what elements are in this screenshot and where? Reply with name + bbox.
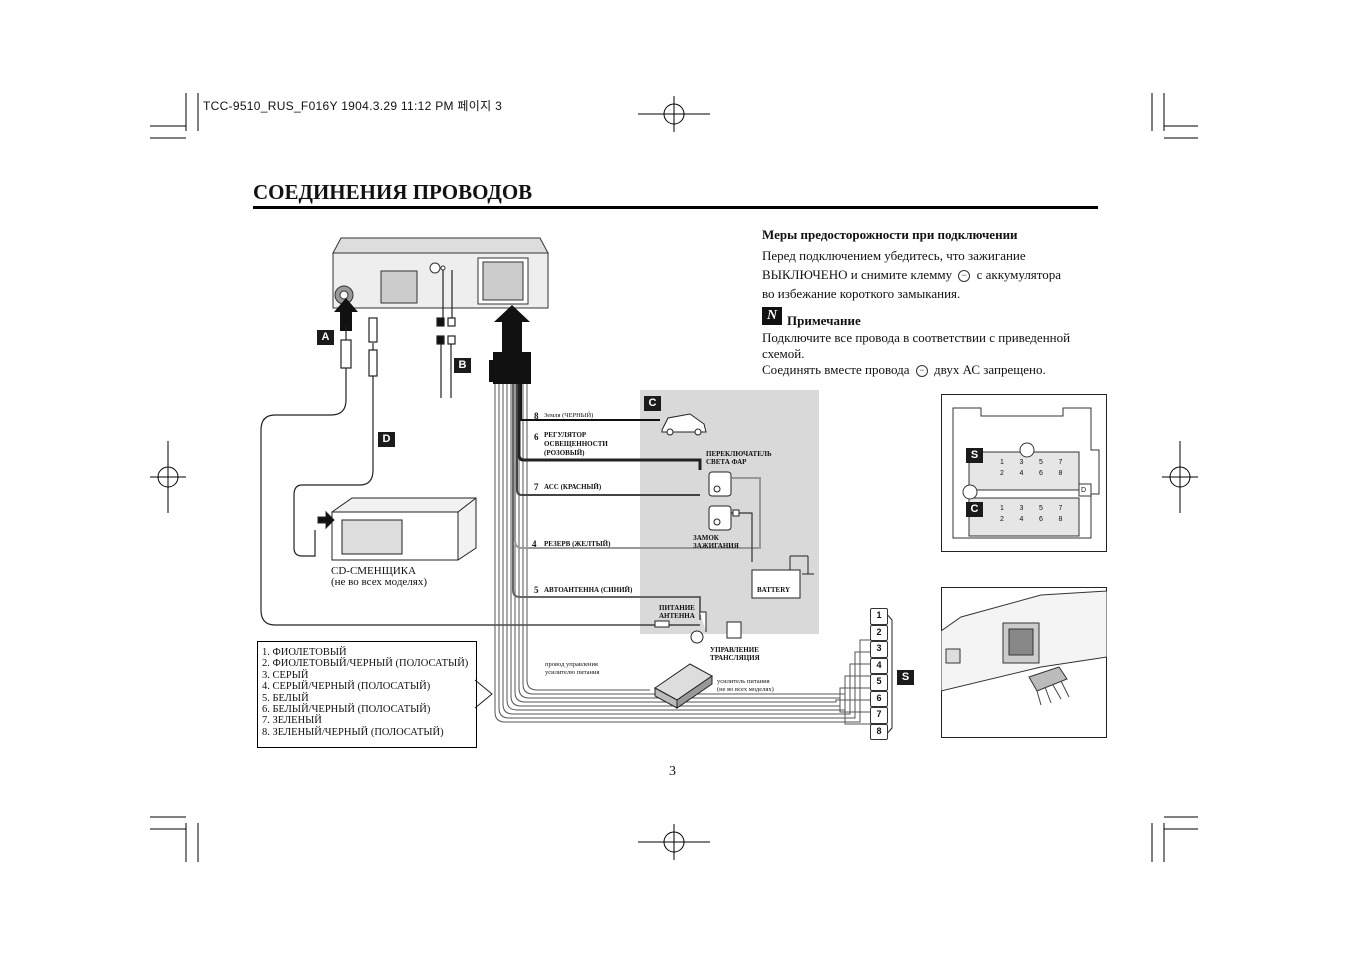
speaker-wire-number: 7 [870, 707, 888, 724]
amplifier-label: усилитель питания (не во всех моделях) [717, 678, 774, 693]
connector-c-pin: 5 [1039, 505, 1043, 512]
note-body: Подключите все провода в соответствии с … [762, 330, 1112, 378]
amplifier-illustration [654, 663, 713, 709]
speaker-wire-number: 6 [870, 690, 888, 707]
antenna-power-label: ПИТАНИЕ АНТЕННА [659, 604, 695, 620]
minus-terminal-icon: − [958, 270, 971, 283]
page-number: 3 [669, 764, 676, 779]
legend-item: 3. СЕРЫЙ [262, 669, 309, 681]
connector-s-pin: 8 [1058, 470, 1063, 477]
connector-c-pin: 1 [1000, 505, 1004, 512]
connector-s-pin: 3 [1019, 459, 1024, 466]
print-header: TCC-9510_RUS_F016Y 1904.3.29 11:12 PM 페이… [203, 99, 503, 113]
connector-d-label: D [1081, 487, 1087, 494]
cd-changer-label: CD-СМЕНЩИКА (не во всех моделях) [331, 565, 428, 588]
title-divider [253, 206, 1098, 209]
wire-number: 8 [534, 411, 539, 421]
cd-changer-illustration [317, 497, 477, 561]
wire-label-antenna: АВТОАНТЕННА (СИНИЙ) [544, 586, 633, 594]
speaker-wire-number: 4 [870, 657, 888, 674]
note-icon: N [762, 307, 782, 325]
legend-item: 5. БЕЛЫЙ [262, 692, 309, 704]
caution-line: Перед подключением убедитесь, что зажига… [762, 248, 1026, 263]
note-line: схемой. [762, 346, 805, 361]
wire-number: 5 [534, 585, 539, 595]
harness-connector [493, 352, 531, 384]
connector-c-pins: 1 3 5 7 2 4 6 8 [1000, 505, 1078, 523]
caution-line: во избежание короткого замыкания. [762, 286, 961, 301]
connector-c-pin: 8 [1058, 516, 1063, 523]
wire-number: 6 [534, 432, 539, 442]
headlight-switch-label: ПЕРЕКЛЮЧАТЕЛЬ СВЕТА ФАР [706, 450, 772, 466]
caution-title: Меры предосторожности при подключении [762, 227, 1018, 242]
speaker-wire-number: 2 [870, 624, 888, 641]
connector-s-pin: 1 [1000, 459, 1004, 466]
wire-number: 4 [532, 539, 537, 549]
arrow-a [334, 298, 358, 331]
head-unit-illustration [332, 237, 549, 309]
connector-s-pin: 4 [1019, 470, 1024, 477]
connector-c-pin: 2 [1000, 516, 1004, 523]
legend-item: 8. ЗЕЛЕНЫЙ/ЧЕРНЫЙ (ПОЛОСАТЫЙ) [262, 726, 444, 738]
iso-connector-diagram [941, 394, 1107, 552]
speaker-wire-number: 1 [870, 608, 888, 625]
ignition-label: ЗАМОК ЗАЖИГАНИЯ [693, 534, 739, 550]
legend-item: 7. ЗЕЛЕНЫЙ [262, 715, 322, 727]
note-title: Примечание [787, 313, 861, 328]
minus-terminal-icon: − [915, 365, 928, 378]
label-s-connector: S [966, 448, 983, 463]
legend-item: 6. БЕЛЫЙ/ЧЕРНЫЙ (ПОЛОСАТЫЙ) [262, 704, 431, 716]
note-line: Соединять вместе провода − двух АС запре… [762, 362, 1046, 378]
car-ground-icon [661, 413, 707, 436]
battery-icon [751, 555, 814, 599]
legend-item: 2. ФИОЛЕТОВЫЙ/ЧЕРНЫЙ (ПОЛОСАТЫЙ) [262, 658, 469, 670]
page-title: СОЕДИНЕНИЯ ПРОВОДОВ [253, 180, 533, 204]
connector-s-pin: 7 [1058, 459, 1063, 466]
label-d: D [378, 432, 395, 447]
speaker-wire-number: 3 [870, 641, 888, 658]
arrow-main-connector [494, 305, 530, 352]
label-b: B [454, 358, 471, 373]
caution-line: ВЫКЛЮЧЕНО и снимите клемму − с аккумулят… [762, 267, 1062, 283]
connector-c-pin: 6 [1039, 516, 1043, 523]
wire-label-backup: РЕЗЕРВ (ЖЕЛТЫЙ) [544, 540, 611, 548]
wire-number: 7 [534, 482, 539, 492]
caution-body: Перед подключением убедитесь, что зажига… [762, 246, 1112, 303]
label-a: A [317, 330, 334, 345]
wire-label-dimmer: РЕГУЛЯТОР ОСВЕЩЕННОСТИ (РОЗОВЫЙ) [544, 431, 608, 457]
speaker-wire-number: 5 [870, 674, 888, 691]
amp-control-wire-label: провод управления усилителю питания [545, 661, 600, 676]
wire-label-acc: АСС (КРАСНЫЙ) [544, 483, 602, 491]
connector-c-pin: 7 [1058, 505, 1063, 512]
label-c-connector: C [966, 502, 983, 517]
note-line: Подключите все провода в соответствии с … [762, 330, 1071, 345]
remote-control-label: УПРАВЛЕНИЕ ТРАНСЛЯЦИЯ [710, 646, 760, 662]
wire-label-ground: Земля (ЧЕРНЫЙ) [544, 412, 594, 419]
connector-c-pin: 4 [1019, 516, 1024, 523]
speaker-wire-number: 8 [870, 723, 888, 740]
connector-s-pin: 2 [1000, 470, 1004, 477]
connector-s-pin: 5 [1039, 459, 1043, 466]
battery-label: BATTERY [757, 586, 791, 594]
connector-s-pin: 6 [1039, 470, 1043, 477]
label-c: C [644, 396, 661, 411]
connector-c-pin: 3 [1019, 505, 1024, 512]
legend-item: 1. ФИОЛЕТОВЫЙ [262, 647, 347, 658]
label-s: S [897, 670, 914, 685]
connector-s-pins: 1 3 5 7 2 4 6 8 [1000, 459, 1078, 477]
rear-connection-illustration [941, 587, 1107, 738]
legend-item: 4. СЕРЫЙ/ЧЕРНЫЙ (ПОЛОСАТЫЙ) [262, 681, 431, 693]
